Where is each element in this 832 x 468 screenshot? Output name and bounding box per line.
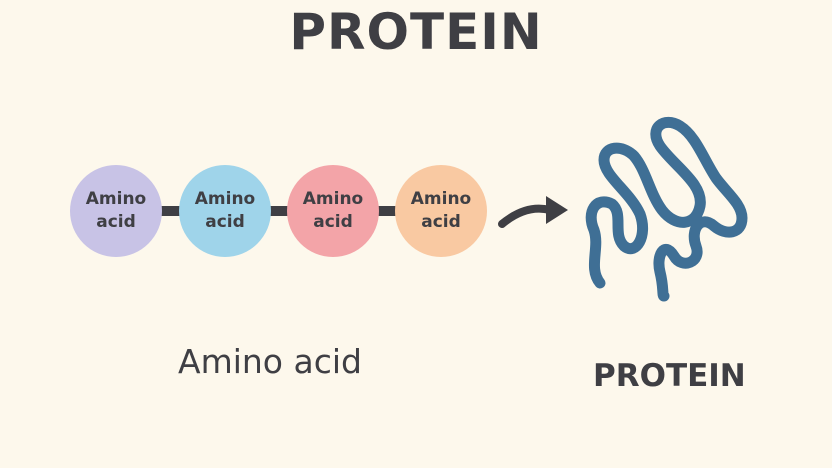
amino-acid-bead-4: Amino acid — [395, 165, 487, 257]
amino-acid-label-line2: acid — [313, 212, 353, 232]
diagram-title: PROTEIN — [289, 3, 543, 61]
amino-acid-bead-3: Amino acid — [287, 165, 379, 257]
amino-acid-chain-label: Amino acid — [178, 342, 362, 381]
amino-acid-label-line1: Amino — [302, 189, 364, 209]
amino-acid-bead-2: Amino acid — [179, 165, 271, 257]
protein-label: PROTEIN — [593, 358, 746, 394]
amino-acid-label-line2: acid — [421, 212, 461, 232]
amino-acid-label-line1: Amino — [410, 189, 472, 209]
amino-acid-label-line1: Amino — [194, 189, 256, 209]
amino-acid-label-line2: acid — [96, 212, 136, 232]
amino-acid-label-line1: Amino — [85, 189, 147, 209]
peptide-bond-line — [115, 206, 440, 216]
amino-acid-bead-1: Amino acid — [70, 165, 162, 257]
amino-acid-label-line2: acid — [205, 212, 245, 232]
